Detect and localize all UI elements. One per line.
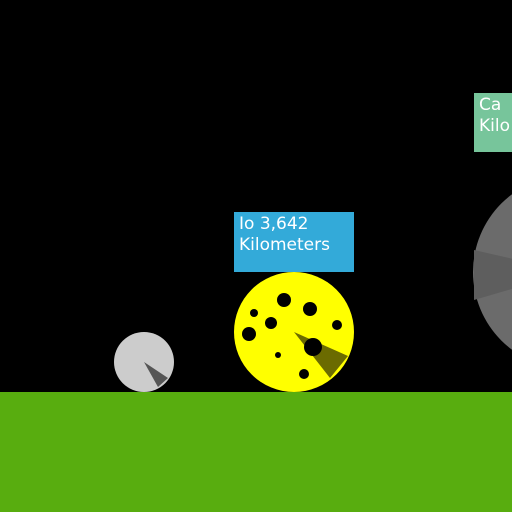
io-label: Io 3,642 Kilometers: [234, 212, 354, 272]
io-label-name-line: Io 3,642: [239, 214, 309, 234]
io-moon-icon: [234, 272, 354, 392]
small-moon-icon: [114, 332, 174, 392]
io-label-unit-line: Kilometers: [239, 235, 330, 255]
callisto-label-name-line: Ca: [479, 95, 502, 115]
callisto-label: Ca Kilo: [474, 93, 512, 152]
callisto-moon-icon: [473, 194, 512, 350]
ground: [0, 392, 512, 512]
callisto-label-unit-line: Kilo: [479, 116, 510, 136]
